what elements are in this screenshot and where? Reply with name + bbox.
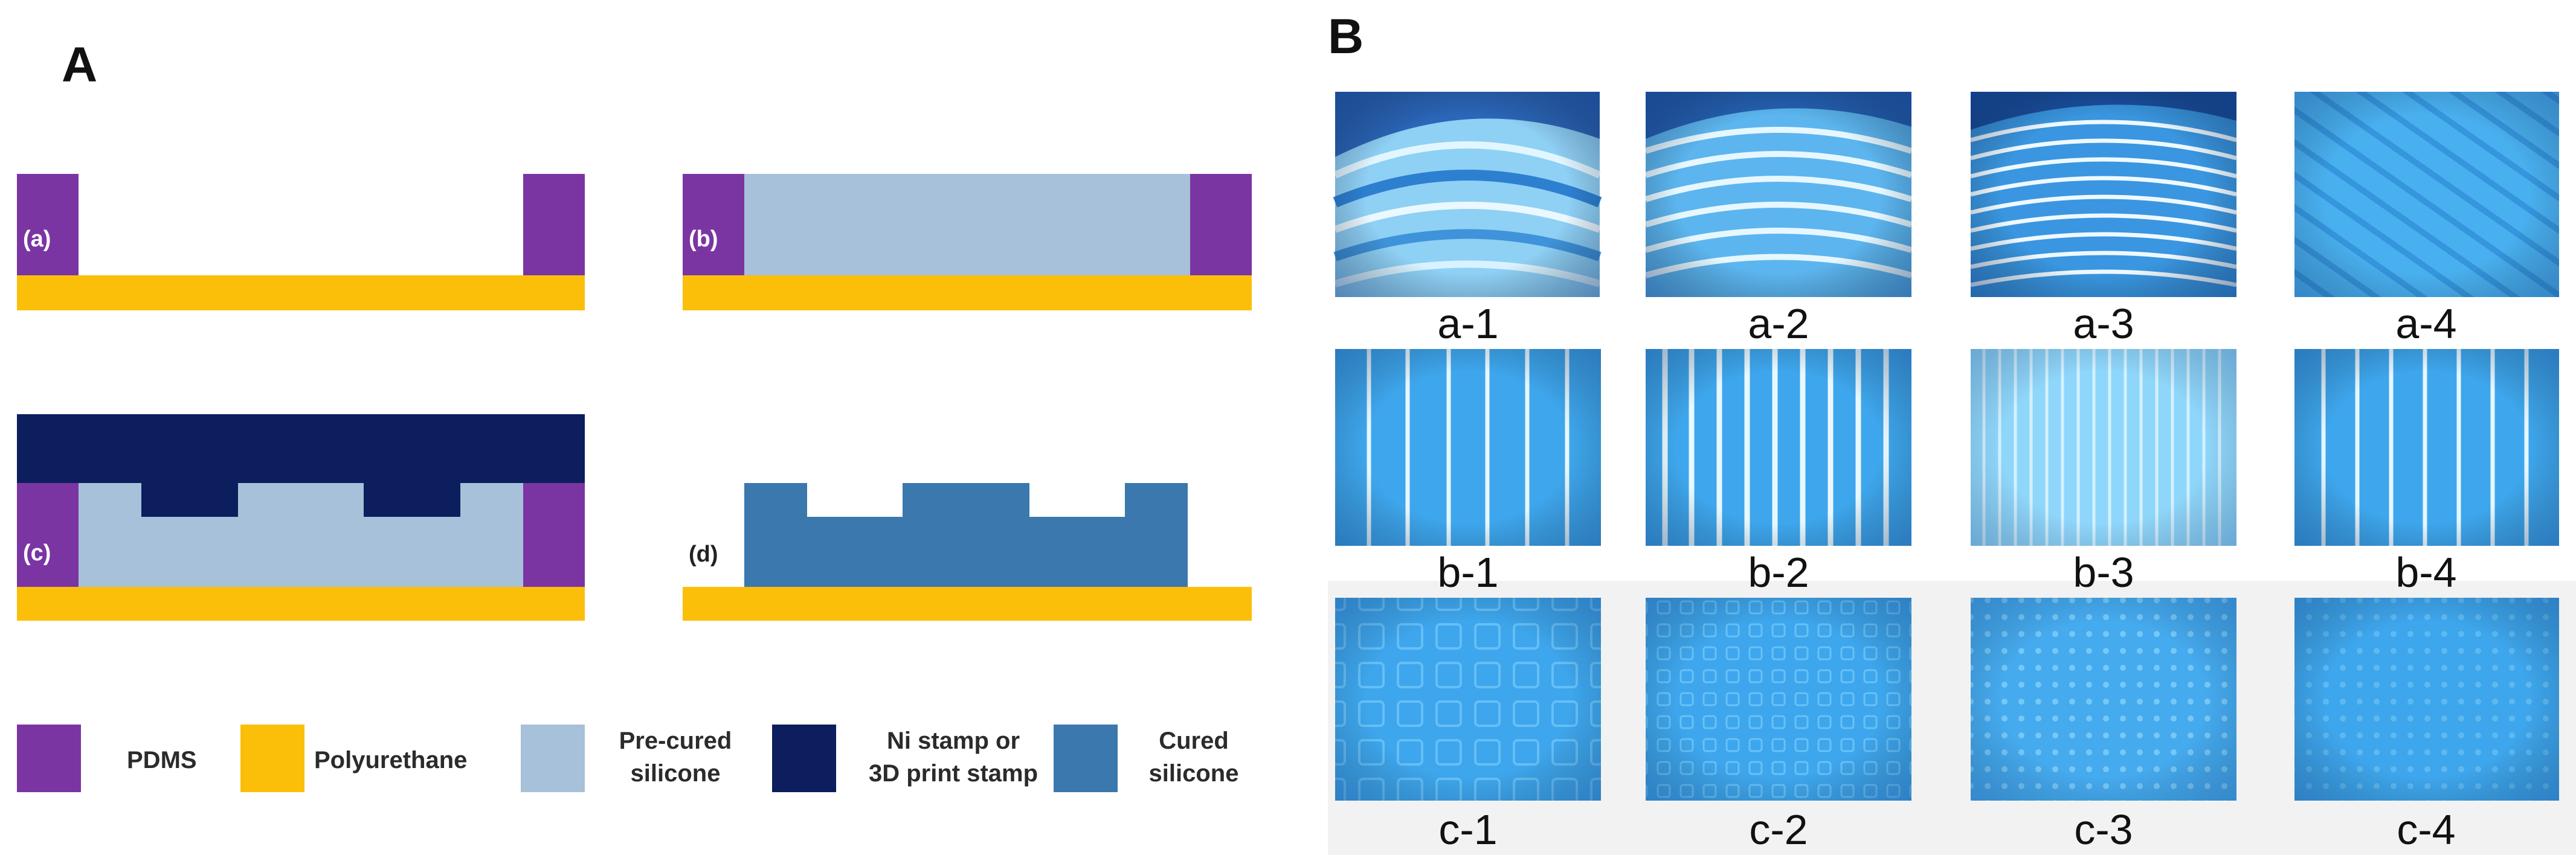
panel-a-letter: A [62,37,97,92]
micrograph-a-2 [1644,92,1913,297]
row-b [1335,349,2559,546]
caption-c-2: c-2 [1749,806,1808,853]
step-b: (b) [683,174,1252,310]
stamp [17,414,585,517]
pdms-wall-right [1190,174,1252,275]
precured-silicone-fill [744,174,1190,275]
polyurethane-base [17,587,585,621]
micrograph-b-1 [1335,349,1601,546]
caption-c-1: c-1 [1438,806,1497,853]
legend-label-precured-2: silicone [631,760,721,787]
caption-a-4: a-4 [2395,300,2456,347]
legend-swatch-cured [1054,725,1118,792]
legend-label-cured-2: silicone [1149,760,1239,787]
micrograph-a-3 [1970,92,2237,297]
row-c [1335,598,2559,801]
step-label-c: (c) [23,540,51,566]
polyurethane-base [683,275,1252,310]
row-a [1333,92,2559,297]
micrograph-c-3 [1971,598,2236,801]
pdms-wall-left [17,174,79,275]
caption-b-3: b-3 [2073,549,2134,596]
legend-swatch-precured [521,725,585,792]
legend-label-precured-1: Pre-cured [619,728,732,754]
micrograph-a-1 [1333,92,1602,297]
micrograph-b-3 [1971,349,2236,546]
panel-b: B [1328,9,2576,855]
legend-label-polyurethane: Polyurethane [314,747,467,773]
pdms-wall-left [17,483,79,587]
legend-swatch-stamp [772,725,836,792]
legend: PDMS Polyurethane Pre-cured silicone Ni … [17,725,1238,792]
legend-label-stamp-1: Ni stamp or [887,728,1020,754]
caption-b-1: b-1 [1437,549,1498,596]
legend-swatch-polyurethane [240,725,304,792]
legend-swatch-pdms [17,725,81,792]
step-c: (c) [17,414,585,621]
caption-b-2: b-2 [1748,549,1809,596]
step-label-a: (a) [23,226,51,252]
polyurethane-base [17,275,585,310]
cured-silicone [744,483,1188,587]
micrograph-b-4 [2294,349,2559,546]
step-d: (d) [683,483,1252,621]
caption-c-3: c-3 [2074,806,2133,853]
legend-label-cured-1: Cured [1159,728,1229,754]
micrograph-c-4 [2294,598,2559,801]
panel-b-letter: B [1328,9,1364,64]
micrograph-a-4 [2294,92,2559,297]
legend-label-pdms: PDMS [127,747,197,773]
caption-a-2: a-2 [1748,300,1809,347]
step-a: (a) [17,174,585,310]
polyurethane-base [683,587,1252,621]
step-label-d: (d) [689,542,718,567]
caption-c-4: c-4 [2397,806,2455,853]
micrograph-b-2 [1646,349,1911,546]
micrograph-c-2 [1646,598,1911,801]
micrograph-c-1 [1335,598,1601,801]
pdms-wall-right [523,174,585,275]
legend-label-stamp-2: 3D print stamp [869,760,1038,787]
caption-a-1: a-1 [1437,300,1498,347]
caption-a-3: a-3 [2073,300,2134,347]
captions: a-1 a-2 a-3 a-4 b-1 b-2 b-3 b-4 c-1 c-2 … [1437,300,2456,853]
panel-a: A (a) (b) (c) (d) [17,37,1252,792]
step-label-b: (b) [689,226,718,252]
caption-b-4: b-4 [2395,549,2456,596]
pdms-wall-right [523,483,585,587]
pdms-wall-left [683,174,744,275]
